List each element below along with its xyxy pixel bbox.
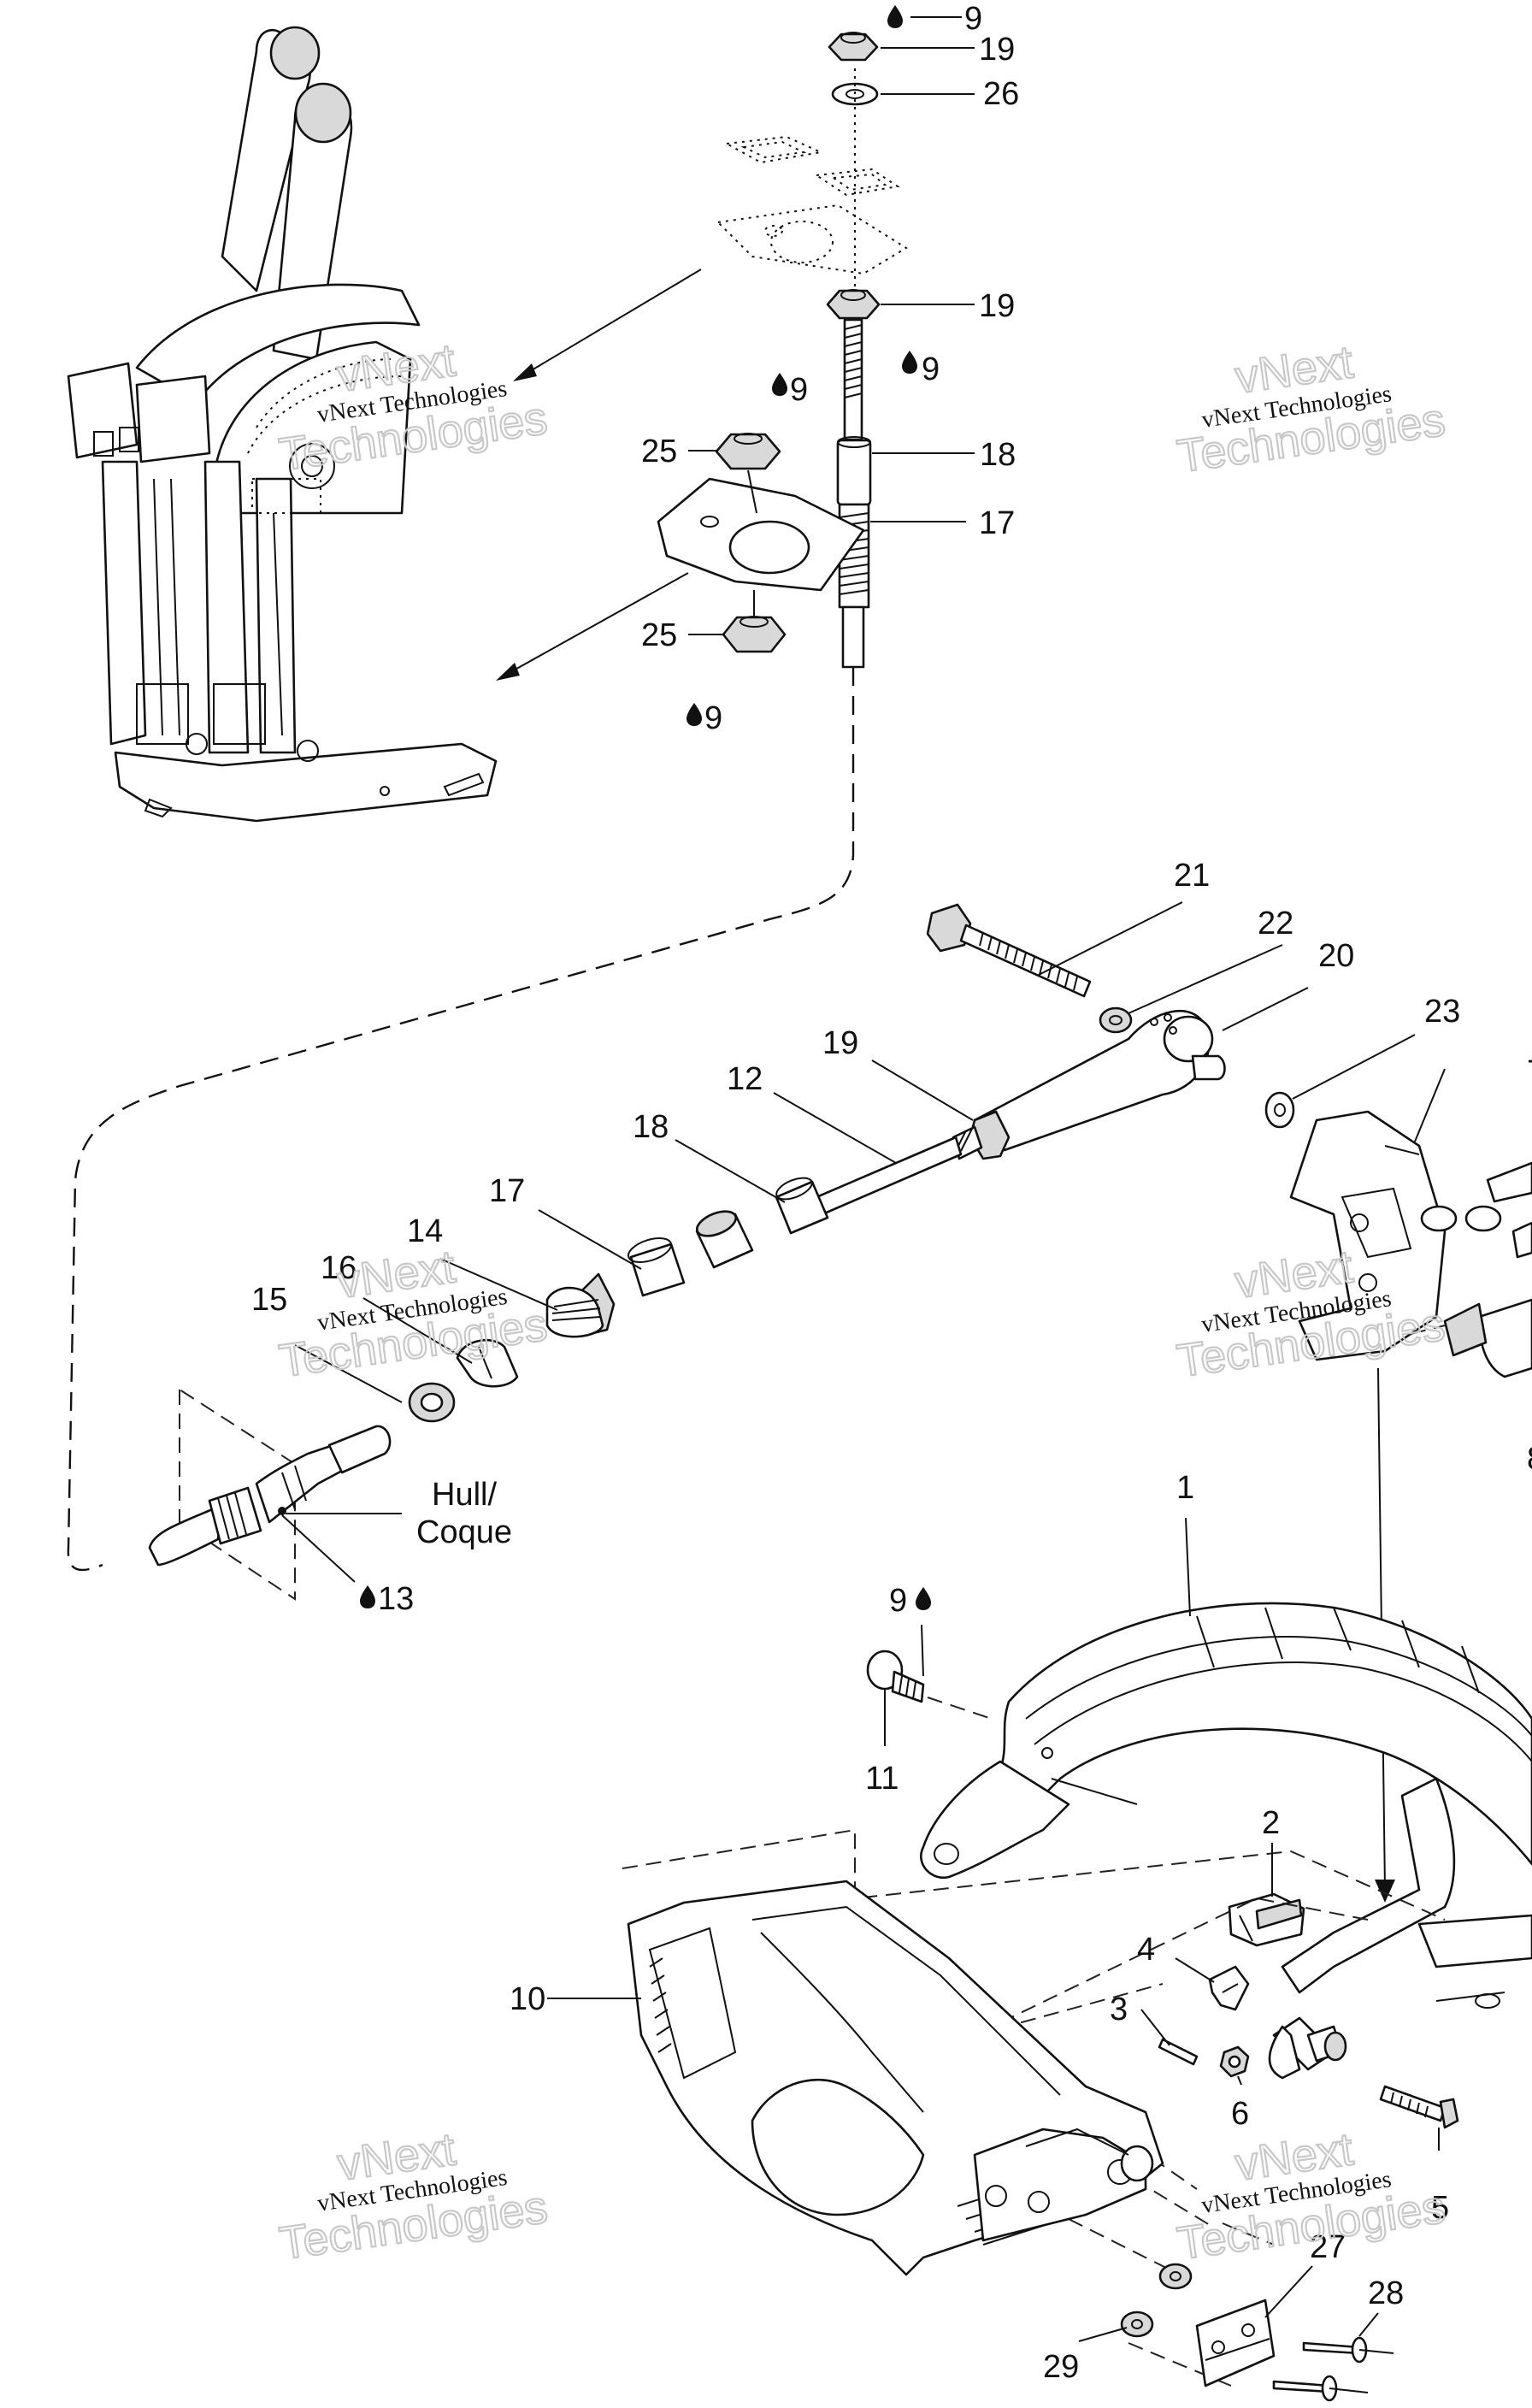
callout-2: 2	[1262, 1805, 1280, 1841]
watermark-top-right: vNext Technologies vNext Technologies	[1173, 335, 1449, 483]
control-lever-assembly	[67, 26, 498, 823]
hull-leaders	[281, 1513, 402, 1583]
callout-10: 10	[510, 1981, 545, 2017]
callout-19-top: 19	[979, 32, 1015, 68]
callout-20: 20	[1318, 938, 1354, 974]
callout-5: 5	[1431, 2190, 1449, 2226]
callout-7: 7	[1527, 1054, 1532, 1090]
callout-19-cable: 19	[822, 1025, 858, 1061]
callout-27: 27	[1310, 2229, 1346, 2265]
callout-18-top: 18	[980, 437, 1016, 473]
callout-9-lower: 9	[704, 700, 722, 736]
callout-26: 26	[983, 76, 1019, 112]
drop-icon	[772, 373, 787, 396]
sealant-drop-icons	[360, 5, 931, 1610]
drop-icon	[360, 1585, 375, 1608]
side-bracket	[1289, 1110, 1532, 1903]
watermark-bottom-left: vNext Technologies vNext Technologies	[275, 2122, 551, 2270]
callout-22: 22	[1258, 906, 1293, 941]
callout-21: 21	[1174, 858, 1210, 894]
hull-label-line1: Hull/	[432, 1477, 497, 1513]
callout-3: 3	[1110, 1992, 1128, 2027]
control-cable-route	[67, 667, 855, 1572]
drop-icon	[686, 703, 702, 726]
leader-lines-top	[688, 16, 975, 635]
callout-17-top: 17	[979, 505, 1015, 541]
cable-end-lower	[408, 903, 1295, 1423]
leader-lines-lower	[547, 1517, 1440, 2342]
drop-icon	[916, 1587, 931, 1610]
assembly-arrows-top	[496, 269, 702, 681]
small-hardware	[866, 1650, 1305, 2078]
callout-9-top: 9	[964, 1, 982, 37]
callout-1: 1	[1176, 1470, 1194, 1506]
drop-icon	[887, 5, 903, 28]
callout-19-mid: 19	[979, 288, 1015, 324]
watermark-bottom-right: vNext Technologies vNext Technologies	[1173, 2122, 1449, 2270]
callout-25-upper: 25	[641, 434, 677, 469]
callout-28: 28	[1368, 2275, 1404, 2311]
cable-end-upper	[657, 32, 908, 669]
drop-icon	[902, 351, 917, 374]
callout-12: 12	[727, 1061, 763, 1097]
callout-9-right: 9	[922, 351, 940, 387]
callout-29: 29	[1043, 2349, 1079, 2385]
jet-pump-support-housing	[627, 1880, 1164, 2276]
leader-lines-middle	[294, 901, 1446, 1403]
callout-16: 16	[321, 1250, 356, 1286]
callout-11: 11	[865, 1761, 899, 1797]
callout-14: 14	[407, 1213, 443, 1249]
hull-fitting	[148, 1388, 392, 1601]
callout-9-gate: 9	[889, 1583, 907, 1619]
callout-8: 8	[1527, 1441, 1532, 1477]
callout-15: 15	[251, 1282, 287, 1318]
callout-9-upper: 9	[790, 372, 808, 408]
callout-23: 23	[1424, 994, 1460, 1030]
reverse-gate-assembly	[920, 1602, 1532, 2129]
callout-13: 13	[378, 1581, 414, 1617]
callout-6: 6	[1231, 2096, 1249, 2132]
callout-25-lower: 25	[641, 617, 677, 653]
callout-numbers: 9 19 26 19 9 9 25 18 17 25 9 21 22 20 23…	[251, 1, 1532, 2385]
hull-label-line2: Coque	[416, 1514, 512, 1550]
callout-18-cable: 18	[633, 1109, 669, 1145]
callout-17-cable: 17	[489, 1173, 525, 1209]
callout-4: 4	[1137, 1932, 1155, 1968]
rivet-plate-hardware	[1120, 2263, 1394, 2402]
